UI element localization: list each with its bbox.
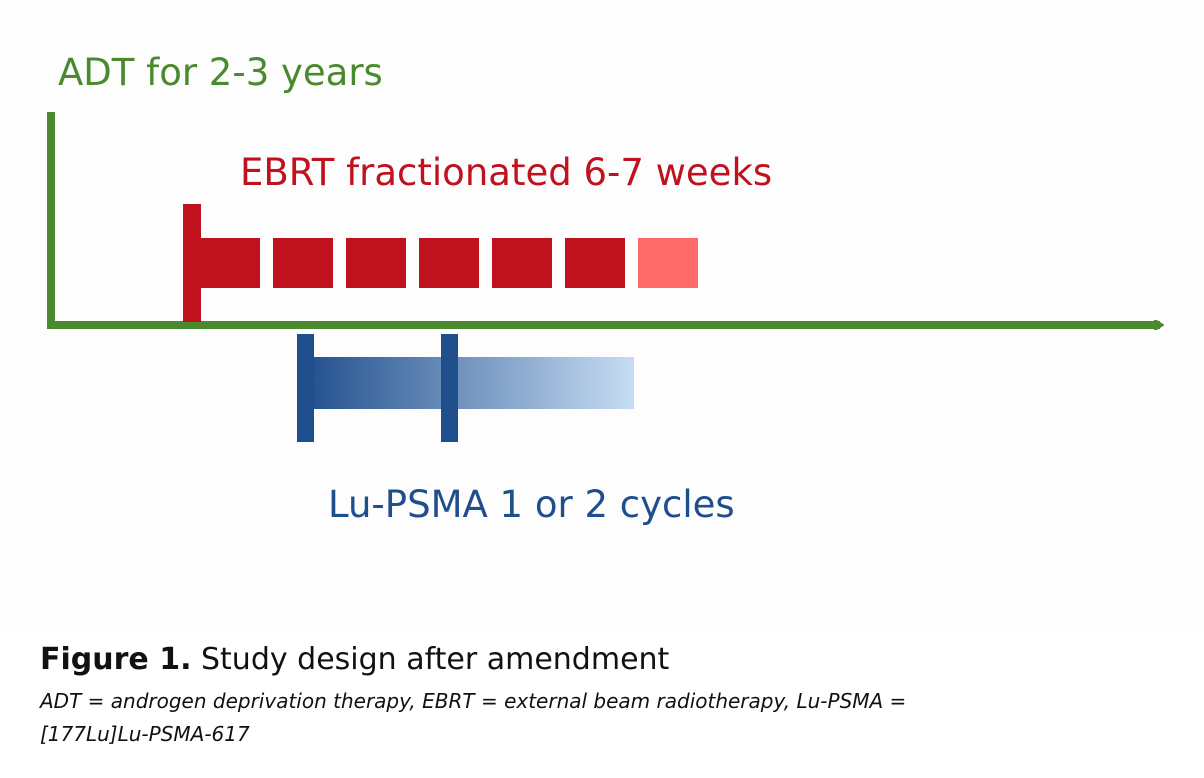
lupsma-label: Lu-PSMA 1 or 2 cycles <box>328 483 735 526</box>
ebrt-label: EBRT fractionated 6-7 weeks <box>240 151 773 194</box>
ebrt-week-blocks <box>200 238 698 288</box>
ebrt-week-block <box>419 238 479 288</box>
caption-title-text: Study design after amendment <box>191 642 670 677</box>
caption-title: Figure 1. Study design after amendment <box>40 642 1190 677</box>
study-design-diagram: ADT for 2-3 years EBRT fractionated 6-7 … <box>47 51 1204 526</box>
caption-note-line-1: ADT = androgen deprivation therapy, EBRT… <box>40 689 907 713</box>
caption-abbreviations: ADT = androgen deprivation therapy, EBRT… <box>40 685 1190 751</box>
caption-note-line-2: [177Lu]Lu-PSMA-617 <box>40 722 250 746</box>
figure-caption: Figure 1. Study design after amendment A… <box>40 642 1190 751</box>
lupsma-gradient-bar <box>300 357 634 409</box>
ebrt-start-bar <box>183 204 201 322</box>
ebrt-week-block <box>492 238 552 288</box>
timeline-graphic <box>47 112 1204 442</box>
adt-label: ADT for 2-3 years <box>58 51 383 94</box>
lupsma-cycle-1-bar <box>297 334 314 442</box>
ebrt-optional-week-block <box>638 238 698 288</box>
caption-figure-number: Figure 1. <box>40 642 192 677</box>
ebrt-week-block <box>273 238 333 288</box>
ebrt-week-block <box>200 238 260 288</box>
ebrt-week-block <box>565 238 625 288</box>
ebrt-week-block <box>346 238 406 288</box>
lupsma-cycle-2-bar <box>441 334 458 442</box>
